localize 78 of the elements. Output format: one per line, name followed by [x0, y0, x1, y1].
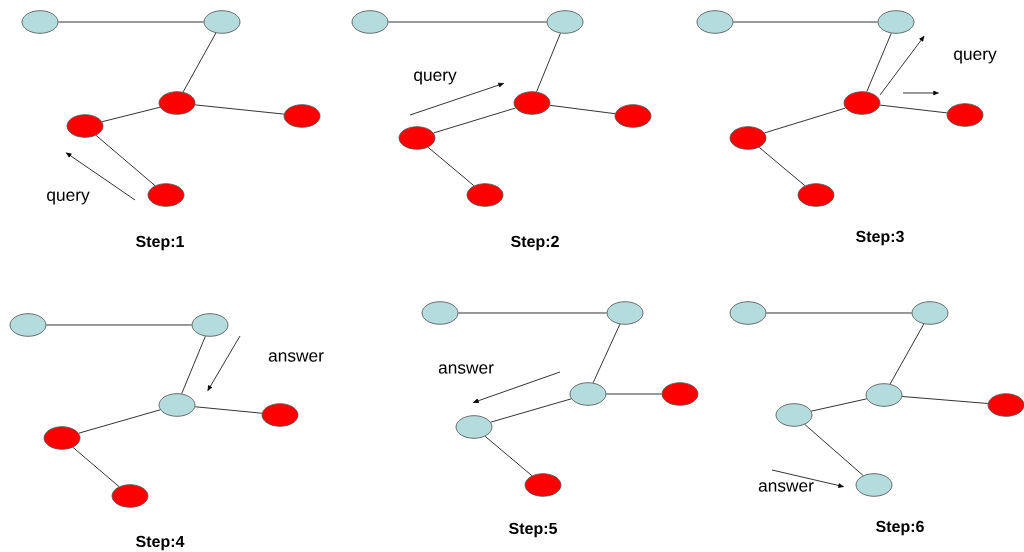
link-line: [458, 312, 607, 314]
link-line: [95, 135, 156, 186]
network-node: [147, 183, 185, 207]
step-label: Step:4: [136, 535, 185, 551]
link-line: [46, 324, 192, 326]
link-line: [766, 312, 912, 314]
network-node: [843, 91, 881, 115]
message-label: query: [954, 50, 997, 64]
network-node: [158, 91, 196, 115]
network-node: [191, 313, 229, 337]
link-line: [58, 21, 204, 23]
network-node: [606, 301, 644, 325]
network-node: [729, 126, 767, 150]
link-line: [889, 323, 925, 385]
link-line: [764, 107, 846, 134]
network-node: [21, 10, 59, 34]
network-node: [524, 473, 562, 497]
network-node: [351, 10, 389, 34]
link-line: [592, 323, 621, 384]
step-label: Step:6: [876, 520, 924, 536]
network-node: [865, 383, 903, 407]
link-line: [427, 146, 475, 187]
link-line: [758, 146, 806, 187]
step-label: Step:1: [136, 235, 184, 251]
message-label: query: [414, 71, 457, 85]
network-node: [421, 301, 459, 325]
network-node: [797, 183, 835, 207]
network-node: [466, 183, 504, 207]
network-node: [877, 10, 915, 34]
link-line: [866, 32, 892, 93]
network-node: [66, 114, 104, 138]
network-node: [614, 104, 652, 128]
link-line: [536, 32, 561, 93]
link-line: [606, 393, 662, 395]
link-line: [388, 21, 547, 23]
network-node: [158, 393, 196, 417]
link-line: [182, 32, 217, 93]
link-line: [549, 104, 616, 115]
network-node: [455, 415, 493, 439]
link-line: [490, 398, 572, 423]
network-node: [946, 103, 984, 127]
network-node: [43, 426, 81, 450]
network-node: [283, 104, 321, 128]
message-label: answer: [268, 352, 324, 362]
link-line: [433, 107, 516, 134]
network-node: [546, 10, 584, 34]
network-node: [775, 403, 813, 427]
link-line: [484, 435, 533, 477]
step-label: Step:5: [509, 522, 557, 538]
message-label: answer: [758, 482, 814, 492]
network-node: [855, 473, 893, 497]
link-line: [901, 396, 989, 404]
network-node: [9, 313, 47, 337]
step-label: Step:2: [511, 235, 559, 251]
network-node: [661, 382, 699, 406]
link-line: [181, 335, 206, 395]
link-line: [811, 398, 868, 412]
link-line: [194, 104, 285, 115]
step-label: Step:3: [856, 230, 904, 246]
message-label: query: [47, 191, 90, 205]
network-node: [261, 403, 299, 427]
link-line: [733, 21, 878, 23]
link-line: [72, 447, 120, 487]
link-line: [194, 406, 263, 414]
network-node: [569, 382, 607, 406]
network-node: [911, 301, 949, 325]
network-node: [696, 10, 734, 34]
link-line: [804, 424, 864, 476]
link-line: [879, 104, 948, 114]
link-line: [101, 106, 161, 123]
link-line: [78, 409, 161, 434]
network-node: [111, 484, 149, 508]
message-label: answer: [438, 364, 494, 374]
network-node: [203, 10, 241, 34]
network-node: [729, 301, 767, 325]
network-node: [398, 126, 436, 150]
network-node: [987, 393, 1024, 417]
network-node: [513, 91, 551, 115]
